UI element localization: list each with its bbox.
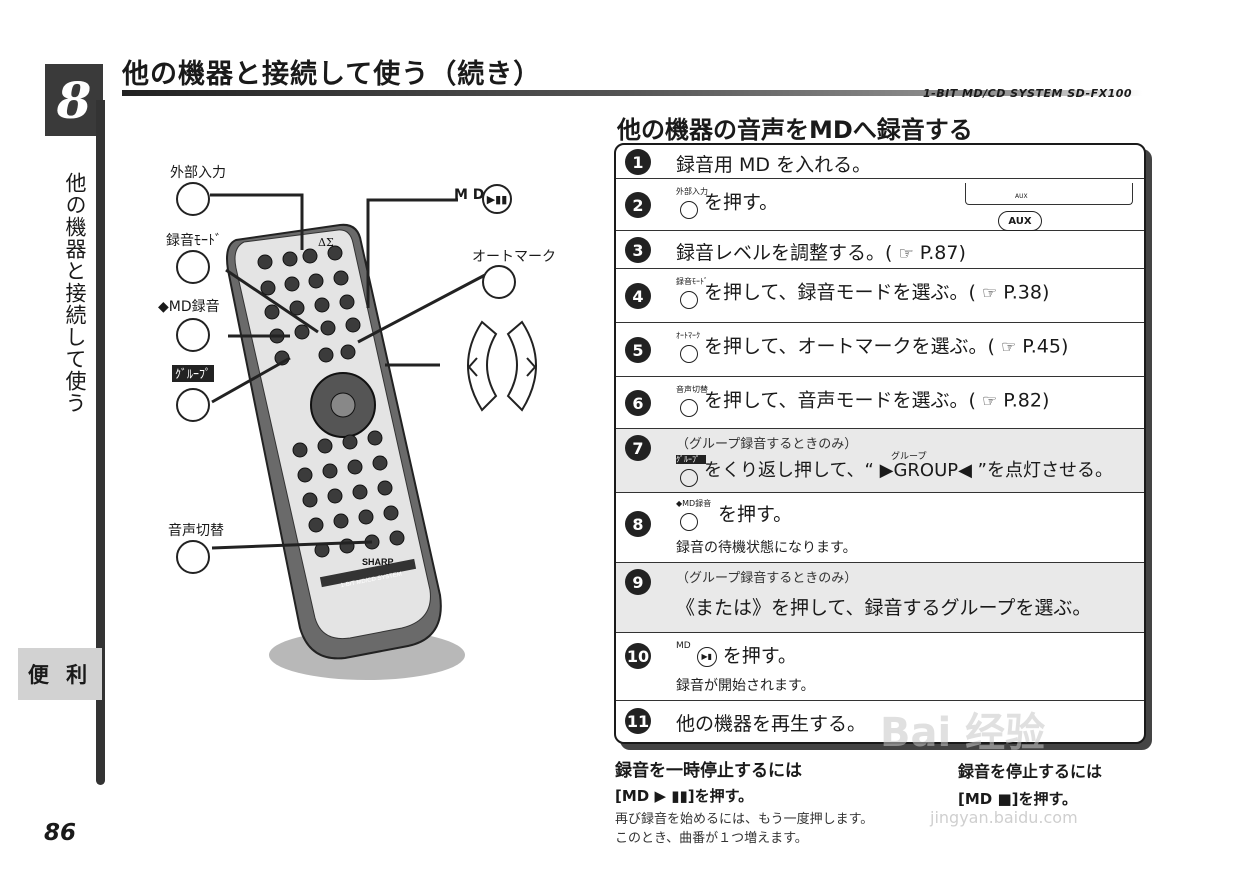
watermark-logo: Bai 经验 [880,710,1046,756]
step-text: を押す。 [722,645,797,667]
step-sub-text: 録音の待機状態になります。 [676,540,857,556]
section-title: 他の機器の音声をMDへ録音する [617,116,973,144]
step-10: 10 MD ▶▮ を押す。 録音が開始されます。 [616,633,1144,701]
chapter-tab: 便 利 [18,648,102,700]
label-auto-mark: オートマーク [472,249,556,265]
step-number: 7 [625,435,651,461]
step-number: 10 [625,643,651,669]
group-small-label: グループ [891,452,927,462]
step-text: を押す。 [718,503,793,526]
remote-logo: ΔΣ [318,236,334,249]
group-key-icon: ｸﾞﾙｰﾌﾟ [676,455,706,487]
reference-hand-icon: ☞ [898,244,914,264]
side-rule [96,100,105,785]
rec-mode-button[interactable] [176,250,210,284]
step-number: 3 [625,237,651,263]
step-text: を押して、音声モードを選ぶ。( [704,389,976,412]
chapter-side-title: 他の機器と接続して使う [63,172,87,414]
page-number: 86 [44,820,77,846]
external-input-key-icon: 外部入力 [676,187,708,219]
step-1: 1 録音用 MD を入れる。 [616,145,1144,179]
page-title: 他の機器と接続して使う（続き） [122,59,542,90]
step-7: 7 （グループ録音するときのみ） グループ ｸﾞﾙｰﾌﾟをくり返し押して、“ ▶… [616,429,1144,493]
page-reference[interactable]: P.38) [1003,281,1050,304]
md-rec-button[interactable] [176,318,210,352]
step-text: 録音用 MD を入れる。 [676,154,872,176]
step-text: をくり返し押して、“ ▶GROUP◀ ”を点灯させる。 [704,460,1113,481]
pause-note: 録音を一時停止するには [MD ▶ ▮▮]を押す。 再び録音を始めるには、もう一… [615,756,873,846]
step-text: 他の機器を再生する。 [676,713,867,735]
steps-box: 1 録音用 MD を入れる。 2 外部入力を押す。 3 録音レベルを調整する。(… [614,143,1146,744]
step-number: 1 [625,149,651,175]
label-external-input: 外部入力 [170,165,226,181]
stop-title: 録音を停止するには [958,762,1103,781]
display-window [965,183,1133,205]
step-number: 4 [625,283,651,309]
md-rec-key-icon: ◆MD録音 [676,499,716,531]
auto-mark-key-icon: ｵｰﾄﾏｰｸ [676,331,702,363]
step-number: 11 [625,708,651,734]
step-number: 2 [625,192,651,218]
step-text: を押して、オートマークを選ぶ。( [704,335,995,358]
page-reference[interactable]: P.87) [919,242,966,264]
pause-title: 録音を一時停止するには [615,761,802,781]
watermark-url: jingyan.baidu.com [930,808,1078,827]
step-number: 6 [625,390,651,416]
label-md-rec: ◆MD録音 [158,299,220,315]
step-note: （グループ録音するときのみ） [676,571,858,586]
remote-control-drawing: SHARP 1-BIT MD/CD SYSTEM ΔΣ [210,193,486,680]
step-number: 8 [625,511,651,537]
remote-brand: SHARP [362,557,394,567]
label-rec-mode: 録音ﾓｰﾄﾞ [166,233,222,249]
pause-small-1: 再び録音を始めるには、もう一度押します。 [615,812,874,827]
group-skip-buttons[interactable] [452,320,552,415]
label-audio-switch: 音声切替 [168,523,224,539]
stop-line: [MD ■]を押す。 [958,790,1077,808]
audio-switch-key-icon: 音声切替 [676,385,708,417]
label-md-play: M D [454,187,485,203]
reference-hand-icon: ☞ [981,391,998,412]
step-8: 8 ◆MD録音を押す。 録音の待機状態になります。 [616,493,1144,563]
step-sub-text: 録音が開始されます。 [676,678,815,694]
md-play-key-icon: ▶▮ [696,646,717,667]
md-key-label: MD [676,641,691,651]
step-text: を押す。 [704,191,779,214]
reference-hand-icon: ☞ [981,283,998,304]
step-text: を押して、録音モードを選ぶ。( [704,281,976,304]
model-name: 1-BIT MD/CD SYSTEM SD-FX100 [923,87,1133,100]
step-9: 9 （グループ録音するときのみ） 《または》を押して、録音するグループを選ぶ。 [616,563,1144,633]
step-note: （グループ録音するときのみ） [676,437,858,452]
step-number: 5 [625,337,651,363]
group-button[interactable] [176,388,210,422]
reference-hand-icon: ☞ [1000,337,1017,358]
pause-small-2: このとき、曲番が１つ増えます。 [615,831,808,846]
md-play-button[interactable]: ▶▮▮ [482,184,512,214]
step-3: 3 録音レベルを調整する。( ☞ P.87) [616,231,1144,269]
step-text: 録音レベルを調整する。( [676,242,893,264]
pause-line: [MD ▶ ▮▮]を押す。 [615,787,754,805]
chapter-number-badge: 8 [45,64,103,136]
remote-illustration: SHARP 1-BIT MD/CD SYSTEM ΔΣ 外部入力 M D 録音ﾓ… [140,150,580,690]
display-small-label: AUX [1015,193,1028,200]
step-2: 2 外部入力を押す。 [616,179,1144,231]
step-4: 4 録音ﾓｰﾄﾞを押して、録音モードを選ぶ。( ☞ P.38) [616,269,1144,323]
audio-switch-button[interactable] [176,540,210,574]
rec-mode-key-icon: 録音ﾓｰﾄﾞ [676,277,708,309]
page-reference[interactable]: P.45) [1022,335,1069,358]
page-reference[interactable]: P.82) [1003,389,1050,412]
header-rule [122,90,1142,96]
step-number: 9 [625,569,651,595]
auto-mark-button[interactable] [482,265,516,299]
stop-note: 録音を停止するには [MD ■]を押す。 [958,758,1102,809]
external-input-button[interactable] [176,182,210,216]
display-aux-indicator: AUX [998,211,1042,231]
step-6: 6 音声切替を押して、音声モードを選ぶ。( ☞ P.82) [616,377,1144,429]
step-5: 5 ｵｰﾄﾏｰｸを押して、オートマークを選ぶ。( ☞ P.45) [616,323,1144,377]
label-group: ｸﾞﾙｰﾌﾟ [172,365,215,382]
step-11: 11 他の機器を再生する。 [616,701,1144,742]
step-text: 《または》を押して、録音するグループを選ぶ。 [676,597,1092,619]
